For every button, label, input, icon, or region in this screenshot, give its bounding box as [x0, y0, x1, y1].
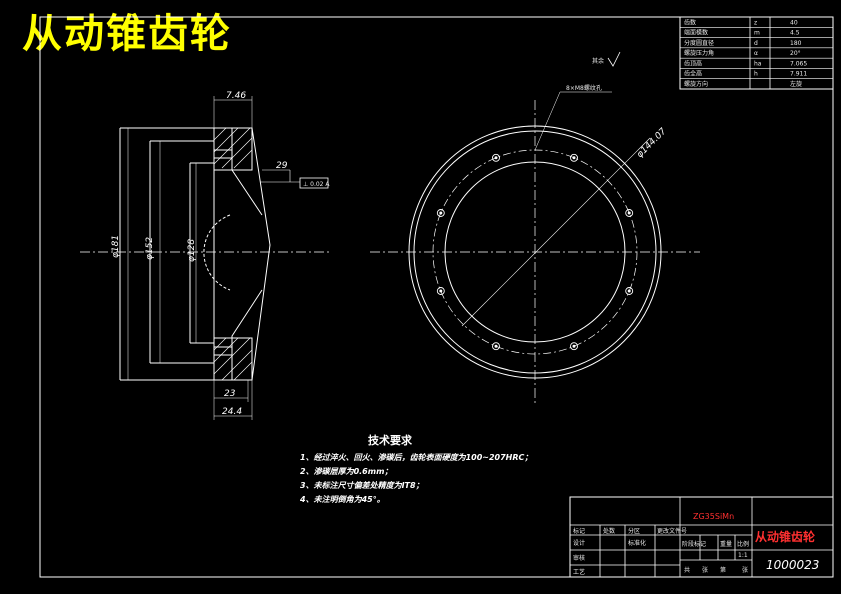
bolt-hole-center [439, 211, 443, 215]
bolt-hole [625, 209, 634, 217]
bolt-hole [570, 342, 578, 351]
tolerance-box-text: ⊥ 0.02 A [303, 181, 330, 188]
dim-bolt-circle: φ144.07 [635, 126, 669, 160]
bolt-hole [436, 209, 445, 217]
bolt-hole-center [627, 289, 631, 293]
bolt-circle [432, 149, 638, 355]
dim-overall-length: 24.4 [222, 407, 242, 417]
param-name: 齿顶高 [684, 59, 702, 67]
title-block [569, 496, 834, 578]
param-symbol: d [754, 40, 758, 47]
bolt-hole [625, 287, 634, 295]
label-count: 处数 [603, 527, 615, 535]
label-change-doc: 更改文件号 [657, 527, 687, 535]
dim-bore-dia: φ128 [187, 239, 197, 262]
tech-requirement-item: 3、未标注尺寸偏差处精度为IT8； [300, 481, 424, 490]
label-mark: 标记 [573, 527, 585, 535]
label-ratio: 比例 [737, 540, 749, 548]
param-name: 齿全高 [684, 70, 702, 78]
part-name-text: 从动锥齿轮 [755, 529, 816, 544]
dim-cone-offset: 29 [276, 161, 288, 171]
tech-requirements-title: 技术要求 [368, 433, 413, 447]
param-value: 40 [790, 19, 798, 26]
param-symbol: h [754, 71, 758, 78]
holes-note: 8×M8螺纹孔 [566, 84, 602, 92]
bolt-hole-center [494, 156, 498, 160]
dim-outer-dia: φ181 [111, 235, 121, 258]
dim-shaft-length: 23 [224, 389, 236, 399]
param-value: 左旋 [790, 80, 802, 88]
param-name: 齿数 [684, 18, 696, 26]
drawing-number: 1000023 [766, 558, 819, 572]
drawing-title: 从动锥齿轮 [22, 11, 232, 57]
param-symbol: ha [754, 60, 762, 67]
dim-top-width: 7.46 [226, 91, 246, 101]
bolt-hole-center [627, 211, 631, 215]
label-review: 审核 [573, 554, 585, 562]
param-value: 7.911 [790, 71, 807, 78]
tech-requirement-item: 1、经过淬火、回火、渗碳后，齿轮表面硬度为100~207HRC； [300, 453, 532, 462]
param-symbol: z [754, 19, 757, 26]
bore-circle [444, 161, 626, 343]
tech-requirements: 技术要求 1、经过淬火、回火、渗碳后，齿轮表面硬度为100~207HRC； 2、渗… [299, 433, 532, 504]
label-process: 工艺 [573, 568, 585, 576]
outer-circle [408, 125, 662, 379]
param-symbol: m [754, 30, 760, 37]
label-page: 第 [720, 566, 726, 574]
label-stage-mark: 阶段标记 [682, 540, 706, 548]
scale-text: 1:1 [738, 552, 748, 559]
param-symbol: α [754, 50, 758, 57]
param-name: 螺旋方向 [684, 80, 708, 88]
bolt-hole-center [494, 344, 498, 348]
material-text: ZG35SiMn [693, 512, 734, 521]
label-design: 设计 [573, 539, 585, 547]
label-total: 共 [684, 566, 690, 574]
label-standardize: 标准化 [628, 539, 646, 547]
param-value: 20° [790, 50, 801, 57]
bolt-hole-center [572, 344, 576, 348]
param-value: 4.5 [790, 30, 800, 37]
label-page-unit: 张 [742, 566, 748, 574]
bolt-hole-center [572, 156, 576, 160]
bolt-hole [492, 153, 500, 162]
bolt-hole [492, 342, 500, 351]
tech-requirement-item: 2、渗碳层厚为0.6mm； [300, 467, 392, 476]
surface-roughness-note: 其余 [592, 51, 621, 67]
bolt-hole-center [439, 289, 443, 293]
tech-requirement-item: 4、未注明倒角为45°。 [299, 495, 385, 504]
section-view [80, 96, 330, 420]
drawing-border [39, 16, 834, 578]
params-table: 齿数 z 40 端面模数 m 4.5 分度圆直径 d 180 螺旋压力角 α 20° 齿顶高 ha 7.06… [679, 16, 834, 90]
param-name: 端面模数 [684, 29, 708, 37]
bolt-hole [436, 287, 445, 295]
dim-inner-dia: φ152 [145, 237, 155, 260]
addendum-circle [413, 130, 657, 374]
front-view [370, 91, 700, 405]
param-name: 分度圆直径 [684, 39, 714, 47]
bolt-hole [570, 153, 578, 162]
param-name: 螺旋压力角 [684, 49, 714, 57]
label-zone: 分区 [628, 527, 640, 535]
param-value: 180 [790, 40, 802, 47]
surface-note-text: 其余 [592, 57, 604, 65]
param-value: 7.065 [790, 60, 807, 67]
label-sheet: 张 [702, 566, 708, 574]
label-weight: 重量 [720, 540, 732, 548]
